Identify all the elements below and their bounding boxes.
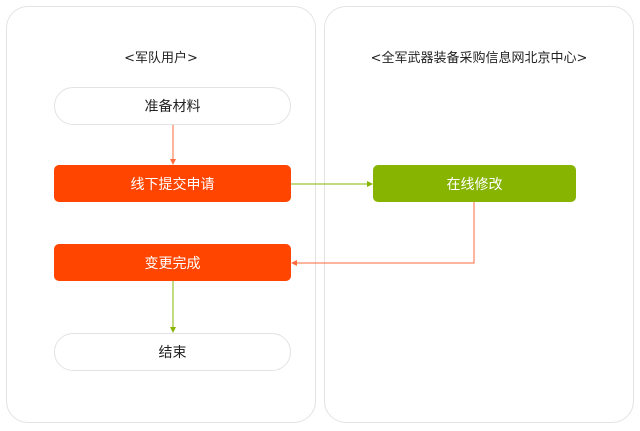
node-offline-apply[interactable]: 线下提交申请	[54, 165, 291, 202]
node-end[interactable]: 结束	[54, 333, 291, 371]
lane-title-military-user: <军队用户>	[124, 51, 198, 66]
lane-title-beijing-center: <全军武器装备采购信息网北京中心>	[370, 51, 588, 66]
lane-beijing-center: <全军武器装备采购信息网北京中心>	[324, 6, 634, 423]
node-online-edit[interactable]: 在线修改	[373, 165, 576, 202]
node-prepare-materials[interactable]: 准备材料	[54, 87, 291, 125]
node-change-complete[interactable]: 变更完成	[54, 244, 291, 281]
